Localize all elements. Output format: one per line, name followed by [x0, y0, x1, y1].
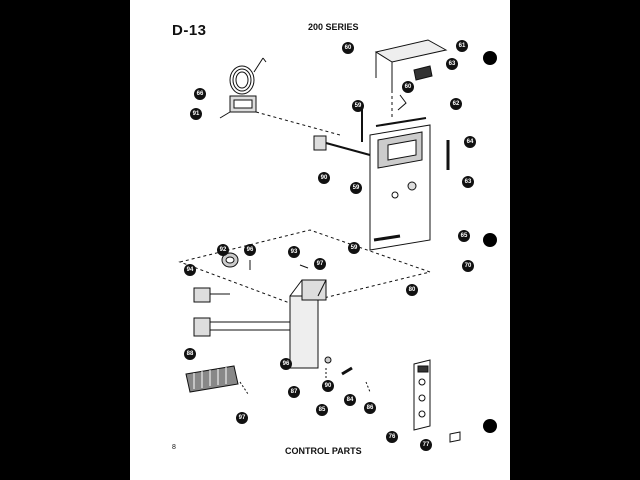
callout-90: 90 — [322, 380, 334, 392]
svg-text:76: 76 — [389, 434, 396, 440]
svg-text:65: 65 — [461, 233, 468, 239]
callout-59: 59 — [348, 242, 360, 254]
svg-text:59: 59 — [351, 245, 358, 251]
svg-text:59: 59 — [355, 103, 362, 109]
callout-96: 96 — [244, 244, 256, 256]
callout-90: 90 — [318, 172, 330, 184]
callout-65: 65 — [458, 230, 470, 242]
thermostat-assembly — [219, 57, 267, 119]
svg-text:61: 61 — [459, 43, 466, 49]
callout-layer: 60 61 63 62 64 63 65 70 80 59 59 59 60 66 91 90 92 96 93 97… — [184, 40, 476, 451]
terminal-block — [185, 365, 249, 395]
svg-text:85: 85 — [319, 407, 326, 413]
callout-94: 94 — [184, 264, 196, 276]
svg-text:63: 63 — [449, 61, 456, 67]
fastener-group — [324, 356, 371, 393]
actuator-rod — [313, 135, 371, 156]
callout-70: 70 — [462, 260, 474, 272]
callout-80: 80 — [406, 284, 418, 296]
svg-text:70: 70 — [465, 263, 472, 269]
upper-bracket — [374, 39, 448, 90]
callout-97: 97 — [236, 412, 248, 424]
callout-88: 88 — [184, 348, 196, 360]
callout-77: 77 — [420, 439, 432, 451]
svg-text:88: 88 — [187, 351, 194, 357]
svg-text:87: 87 — [291, 389, 298, 395]
diagram-sheet: D-13 200 SERIES 8 CONTROL PARTS — [130, 0, 510, 480]
capacitor-component — [193, 317, 290, 337]
svg-text:86: 86 — [367, 405, 374, 411]
svg-text:96: 96 — [247, 247, 254, 253]
callout-60: 60 — [402, 81, 414, 93]
callout-60: 60 — [342, 42, 354, 54]
callout-63: 63 — [446, 58, 458, 70]
callout-61: 61 — [456, 40, 468, 52]
svg-text:97: 97 — [239, 415, 246, 421]
callout-85: 85 — [316, 404, 328, 416]
svg-text:90: 90 — [325, 383, 332, 389]
svg-text:96: 96 — [283, 361, 290, 367]
callout-92: 92 — [217, 244, 229, 256]
svg-text:63: 63 — [465, 179, 472, 185]
label-plate — [413, 359, 461, 443]
switch-bracket — [289, 279, 327, 369]
svg-text:66: 66 — [197, 91, 204, 97]
series-title: 200 SERIES — [308, 22, 359, 32]
svg-text:62: 62 — [453, 101, 460, 107]
callout-97: 97 — [314, 258, 326, 270]
callout-62: 62 — [450, 98, 462, 110]
callout-64: 64 — [464, 136, 476, 148]
svg-text:97: 97 — [317, 261, 324, 267]
svg-text:80: 80 — [409, 287, 416, 293]
control-knob-assembly — [221, 252, 309, 270]
callout-87: 87 — [288, 386, 300, 398]
callout-93: 93 — [288, 246, 300, 258]
relay-component — [193, 287, 230, 303]
control-panel-plate — [361, 104, 450, 251]
diagram-code: D-13 — [172, 22, 207, 39]
svg-text:60: 60 — [345, 45, 352, 51]
callout-84: 84 — [344, 394, 356, 406]
callout-91: 91 — [190, 108, 202, 120]
callout-66: 66 — [194, 88, 206, 100]
svg-text:60: 60 — [405, 84, 412, 90]
svg-text:93: 93 — [291, 249, 298, 255]
callout-59: 59 — [352, 100, 364, 112]
callout-86: 86 — [364, 402, 376, 414]
svg-text:92: 92 — [220, 247, 227, 253]
callout-63: 63 — [462, 176, 474, 188]
svg-text:59: 59 — [353, 185, 360, 191]
page-number: 8 — [172, 444, 176, 451]
svg-text:91: 91 — [193, 111, 200, 117]
exploded-parts-drawing: 60 61 63 62 64 63 65 70 80 59 59 59 60 66 91 90 92 96 93 97… — [178, 39, 497, 451]
svg-text:90: 90 — [321, 175, 328, 181]
svg-text:94: 94 — [187, 267, 194, 273]
binder-holes — [483, 51, 497, 433]
svg-text:64: 64 — [467, 139, 474, 145]
callout-96: 96 — [280, 358, 292, 370]
svg-text:84: 84 — [347, 397, 354, 403]
callout-76: 76 — [386, 431, 398, 443]
callout-59: 59 — [350, 182, 362, 194]
svg-text:77: 77 — [423, 442, 430, 448]
diagram-caption: CONTROL PARTS — [285, 446, 362, 456]
